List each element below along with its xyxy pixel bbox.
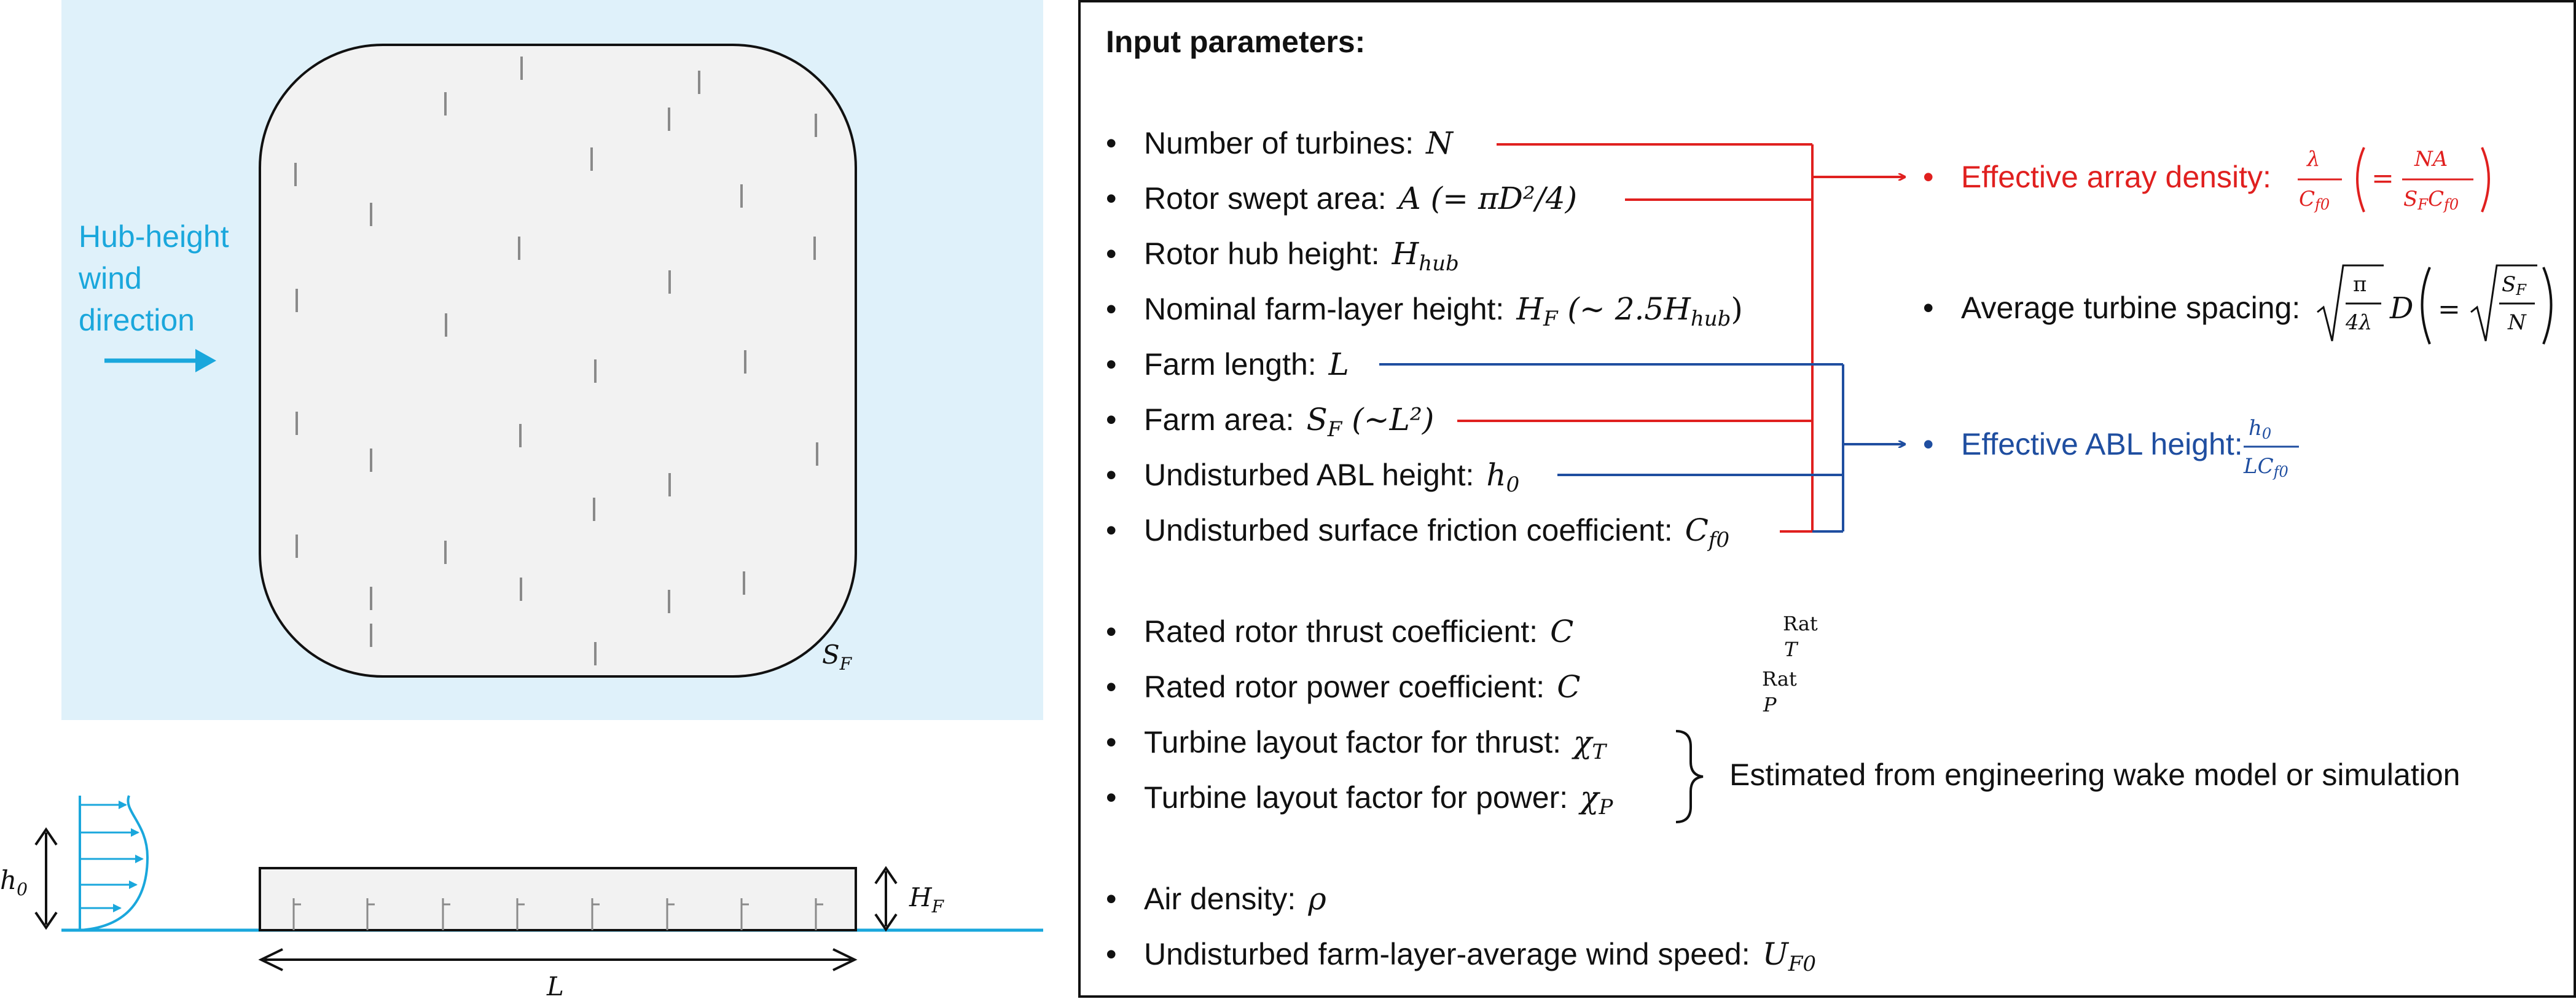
svg-text:•: • [1106,402,1117,437]
svg-text:•: • [1106,126,1117,160]
svg-text:=: = [2371,163,2394,194]
array-density-formula: λ Cf0 = NA SFCf0 [2298,147,2490,213]
estimated-brace [1675,730,1704,823]
svg-text:•: • [1106,237,1117,271]
svg-text:•: • [1106,181,1117,216]
svg-text:=: = [2438,294,2461,325]
param-wind-speed: • Undisturbed farm-layer-average wind sp… [1106,936,1816,976]
estimated-note: Estimated from engineering wake model or… [1729,758,2460,792]
param-layout-factor-thrust: • Turbine layout factor for thrust:χT [1106,724,1607,764]
turbine-array-side [292,898,823,930]
parameter-panel-title: Input parameters: [1106,25,1365,59]
output-turbine-spacing: • Average turbine spacing: π 4λ D = SF N [1923,264,2553,345]
param-abl-height: • Undisturbed ABL height:h0 [1106,457,1519,497]
svg-text:Undisturbed surface friction c: Undisturbed surface friction coefficient… [1144,512,1729,552]
svg-text:•: • [1923,160,1934,194]
red-connectors [1457,143,1905,533]
navy-connectors [1379,363,1905,533]
svg-text:NA: NA [2414,147,2448,171]
svg-text:•: • [1923,427,1934,461]
array-density-label: Effective array density: [1961,160,2271,194]
farm-layer-box [259,867,857,931]
wind-profile [79,795,149,931]
output-abl-height: • Effective ABL height: h0 LCf0 [1923,416,2299,480]
parameter-panel-frame [1078,0,2576,998]
wind-label-line-2: wind [78,261,142,296]
svg-text:•: • [1106,458,1117,492]
HF-label: HF [909,882,945,917]
farm-area-label: SF [822,640,853,674]
param-rotor-swept-area: • Rotor swept area:A (= πD²/4) [1106,181,1577,216]
parameter-list-group-2: • Rated rotor thrust coefficient:C Rat T… [1106,612,1818,820]
svg-text:•: • [1106,937,1117,971]
HF-dimension [874,866,898,932]
param-air-density: • Air density:ρ [1106,881,1326,917]
svg-text:Rotor swept area:A (= πD²/4): Rotor swept area:A (= πD²/4) [1144,181,1577,216]
svg-text:D: D [2389,291,2413,326]
param-farm-length: • Farm length:L [1106,347,1349,382]
svg-text:Turbine layout factor for powe: Turbine layout factor for power:χP [1144,780,1613,820]
wind-direction-arrowhead [195,349,216,372]
param-layout-factor-power: • Turbine layout factor for power:χP [1106,780,1613,820]
parameter-list-group-3: • Air density:ρ • Undisturbed farm-layer… [1106,881,1816,976]
svg-text:•: • [1106,670,1117,704]
turbine-spacing-label: Average turbine spacing: [1961,291,2300,325]
svg-text:N: N [2507,310,2527,335]
h0-dimension [34,827,58,930]
L-label: L [546,971,564,999]
svg-text:Air density:ρ: Air density:ρ [1144,881,1326,917]
turbine-array-plan [294,57,818,665]
svg-text:•: • [1923,291,1934,325]
param-friction-coefficient: • Undisturbed surface friction coefficie… [1106,512,1729,552]
svg-text:Undisturbed farm-layer-average: Undisturbed farm-layer-average wind spee… [1144,936,1816,976]
svg-text:Farm area:SF (∼L²): Farm area:SF (∼L²) [1144,402,1434,442]
svg-text:λ: λ [2306,147,2320,171]
svg-text:•: • [1106,725,1117,759]
svg-text:T: T [1784,638,1799,661]
wind-direction-label: Hub-height wind direction [78,219,229,337]
svg-text:Rotor hub height:Hhub: Rotor hub height:Hhub [1144,236,1459,276]
svg-text:Cf0: Cf0 [2299,187,2330,213]
svg-text:•: • [1106,882,1117,916]
svg-text:Rat: Rat [1783,612,1818,635]
svg-text:•: • [1106,513,1117,547]
abl-height-label: Effective ABL height: [1961,427,2243,461]
svg-text:Farm length:L: Farm length:L [1144,347,1349,382]
svg-text:SFCf0: SFCf0 [2403,187,2459,213]
param-farm-area: • Farm area:SF (∼L²) [1106,402,1434,442]
wind-label-line-3: direction [79,303,195,337]
svg-text:Undisturbed ABL height:h0: Undisturbed ABL height:h0 [1144,457,1519,497]
svg-text:Nominal farm-layer height:HF (: Nominal farm-layer height:HF (∼ 2.5Hhub) [1144,291,1743,331]
svg-text:•: • [1106,292,1117,326]
wind-label-line-1: Hub-height [79,219,229,254]
param-thrust-coefficient: • Rated rotor thrust coefficient:C Rat T [1106,612,1818,661]
svg-text:Rat: Rat [1762,667,1797,691]
svg-text:Turbine layout factor for thru: Turbine layout factor for thrust:χT [1144,724,1607,764]
svg-text:•: • [1106,347,1117,382]
abl-height-formula: h0 LCf0 [2243,416,2299,480]
param-rotor-hub-height: • Rotor hub height:Hhub [1106,236,1459,276]
L-dimension [258,948,858,971]
svg-text:•: • [1106,614,1117,649]
parameter-list-group-1: • Number of turbines:N • Rotor swept are… [1106,125,1743,552]
param-number-of-turbines: • Number of turbines:N [1106,125,1454,161]
param-power-coefficient: • Rated rotor power coefficient:C Rat P [1106,667,1797,716]
svg-text:•: • [1106,780,1117,815]
param-nominal-farm-layer-height: • Nominal farm-layer height:HF (∼ 2.5Hhu… [1106,291,1743,331]
h0-label: h0 [0,865,28,899]
svg-text:4λ: 4λ [2345,310,2372,335]
turbine-spacing-formula: π 4λ D = SF N [2317,264,2553,345]
svg-text:π: π [2353,272,2367,297]
svg-text:P: P [1763,693,1777,716]
svg-text:Number of turbines:N: Number of turbines:N [1144,125,1454,161]
output-array-density: • Effective array density: λ Cf0 = NA SF… [1923,147,2490,213]
svg-text:Rated rotor power coefficient:: Rated rotor power coefficient:C [1144,669,1580,705]
wind-farm-boundary [259,44,857,678]
svg-text:Rated rotor thrust coefficient: Rated rotor thrust coefficient:C [1144,614,1573,649]
